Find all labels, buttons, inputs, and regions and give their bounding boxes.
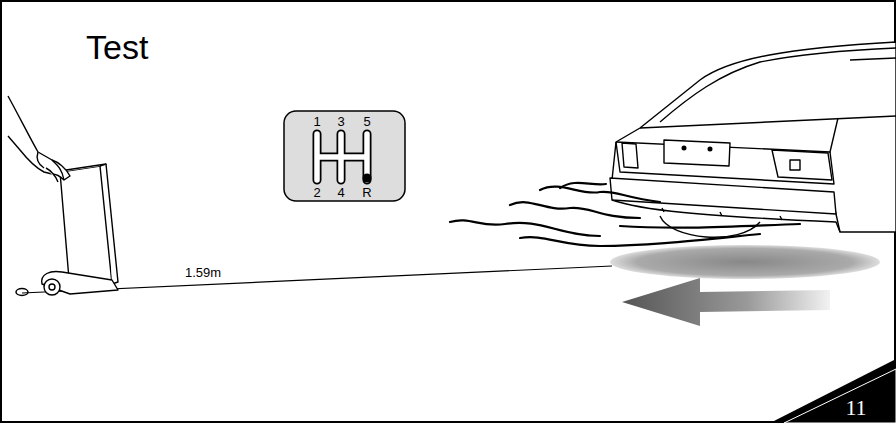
gear-shift-diagram: 1 3 5 2 4 R: [283, 110, 406, 202]
hand: [8, 96, 70, 182]
gear-label: R: [362, 186, 371, 199]
page-title: Test: [86, 30, 148, 64]
page-number-corner: 11: [770, 355, 896, 423]
distance-label: 1.59m: [185, 266, 221, 279]
corner-triangle: [770, 355, 896, 423]
gear-label: 1: [313, 115, 320, 128]
page-number: 11: [845, 397, 866, 419]
car: [610, 42, 896, 237]
direction-arrow: [622, 278, 830, 326]
gear-label: 3: [337, 115, 344, 128]
gear-label: 5: [363, 115, 370, 128]
gear-label: 2: [313, 186, 320, 199]
test-board: [42, 164, 118, 295]
car-shadow: [610, 245, 880, 279]
gear-label: 4: [337, 186, 344, 199]
sound-waves: [450, 183, 800, 246]
